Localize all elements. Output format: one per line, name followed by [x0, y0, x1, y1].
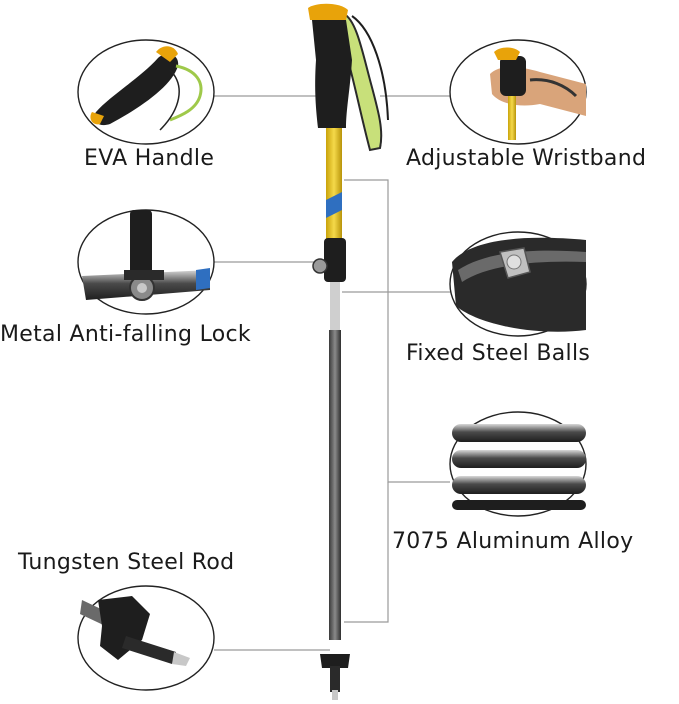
label-eva-handle: EVA Handle [84, 146, 215, 171]
label-metal-anti-falling-lock: Metal Anti-falling Lock [0, 322, 251, 347]
detail-steel-balls [449, 231, 587, 337]
detail-tungsten-rod [77, 585, 215, 691]
label-aluminum-alloy: 7075 Aluminum Alloy [392, 529, 634, 554]
detail-eva-handle [77, 39, 215, 145]
leader-alloy-lower [344, 482, 389, 623]
detail-wristband [449, 39, 587, 145]
leader-lines [214, 95, 454, 651]
label-tungsten-steel-rod: Tungsten Steel Rod [18, 550, 235, 575]
detail-metal-lock [77, 209, 215, 315]
label-fixed-steel-balls: Fixed Steel Balls [406, 341, 591, 366]
detail-aluminum-alloy [449, 411, 587, 517]
label-adjustable-wristband: Adjustable Wristband [406, 146, 647, 171]
leader-alloy-upper [344, 179, 450, 483]
pole [308, 3, 389, 700]
